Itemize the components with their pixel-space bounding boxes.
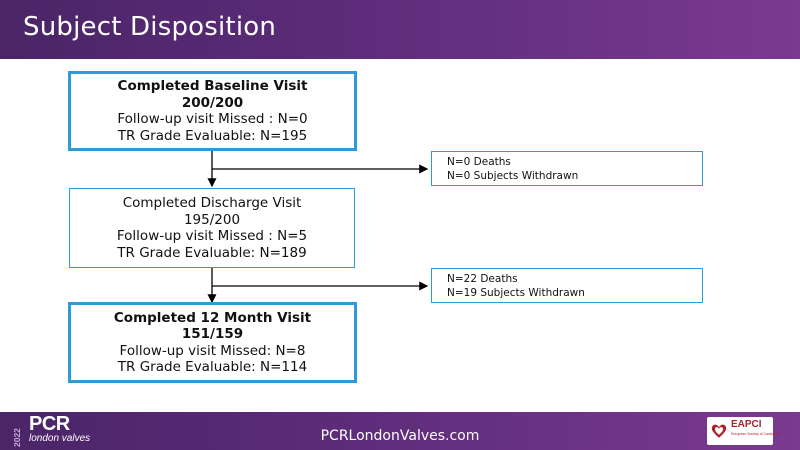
discharge-count: 195/200 — [183, 211, 241, 228]
baseline-title: Completed Baseline Visit — [117, 78, 308, 94]
eapci-sub: European Society of Cardiology — [731, 432, 781, 436]
discharge-missed: Follow-up visit Missed : N=5 — [116, 228, 308, 244]
month12-title: Completed 12 Month Visit — [113, 309, 312, 326]
exit1-deaths: N=0 Deaths — [447, 156, 511, 168]
baseline-missed: Follow-up visit Missed : N=0 — [117, 111, 308, 127]
exit1-withdrawn: N=0 Subjects Withdrawn — [447, 170, 579, 182]
month12-evaluable: TR Grade Evaluable: N=114 — [117, 359, 308, 375]
exit2-withdrawn: N=19 Subjects Withdrawn — [447, 287, 585, 299]
month12-count: 151/159 — [181, 326, 244, 342]
title-bar: Subject Disposition — [0, 0, 800, 59]
pcr-logo: PCR — [29, 413, 70, 435]
eapci-name: EAPCI — [731, 419, 762, 430]
pcr-logo-sub: london valves — [29, 433, 91, 444]
month12-missed: Follow-up visit Missed: N=8 — [119, 342, 306, 359]
baseline-evaluable: TR Grade Evaluable: N=195 — [117, 127, 308, 144]
discharge-visit-box: Completed Discharge Visit 195/200 Follow… — [69, 188, 355, 268]
baseline-visit-box: Completed Baseline Visit 200/200 Follow-… — [68, 71, 357, 151]
footer-bar — [0, 412, 800, 450]
discharge-title: Completed Discharge Visit — [122, 195, 302, 211]
exit-box-2: N=22 Deaths N=19 Subjects Withdrawn — [431, 268, 703, 303]
heart-icon — [711, 424, 727, 438]
month12-visit-box: Completed 12 Month Visit 151/159 Follow-… — [68, 302, 357, 383]
slide-title: Subject Disposition — [23, 12, 277, 42]
exit-box-1: N=0 Deaths N=0 Subjects Withdrawn — [431, 151, 703, 186]
baseline-count: 200/200 — [181, 94, 244, 111]
footer-url[interactable]: PCRLondonValves.com — [320, 428, 480, 444]
discharge-evaluable: TR Grade Evaluable: N=189 — [117, 244, 307, 261]
exit2-deaths: N=22 Deaths — [447, 273, 518, 285]
